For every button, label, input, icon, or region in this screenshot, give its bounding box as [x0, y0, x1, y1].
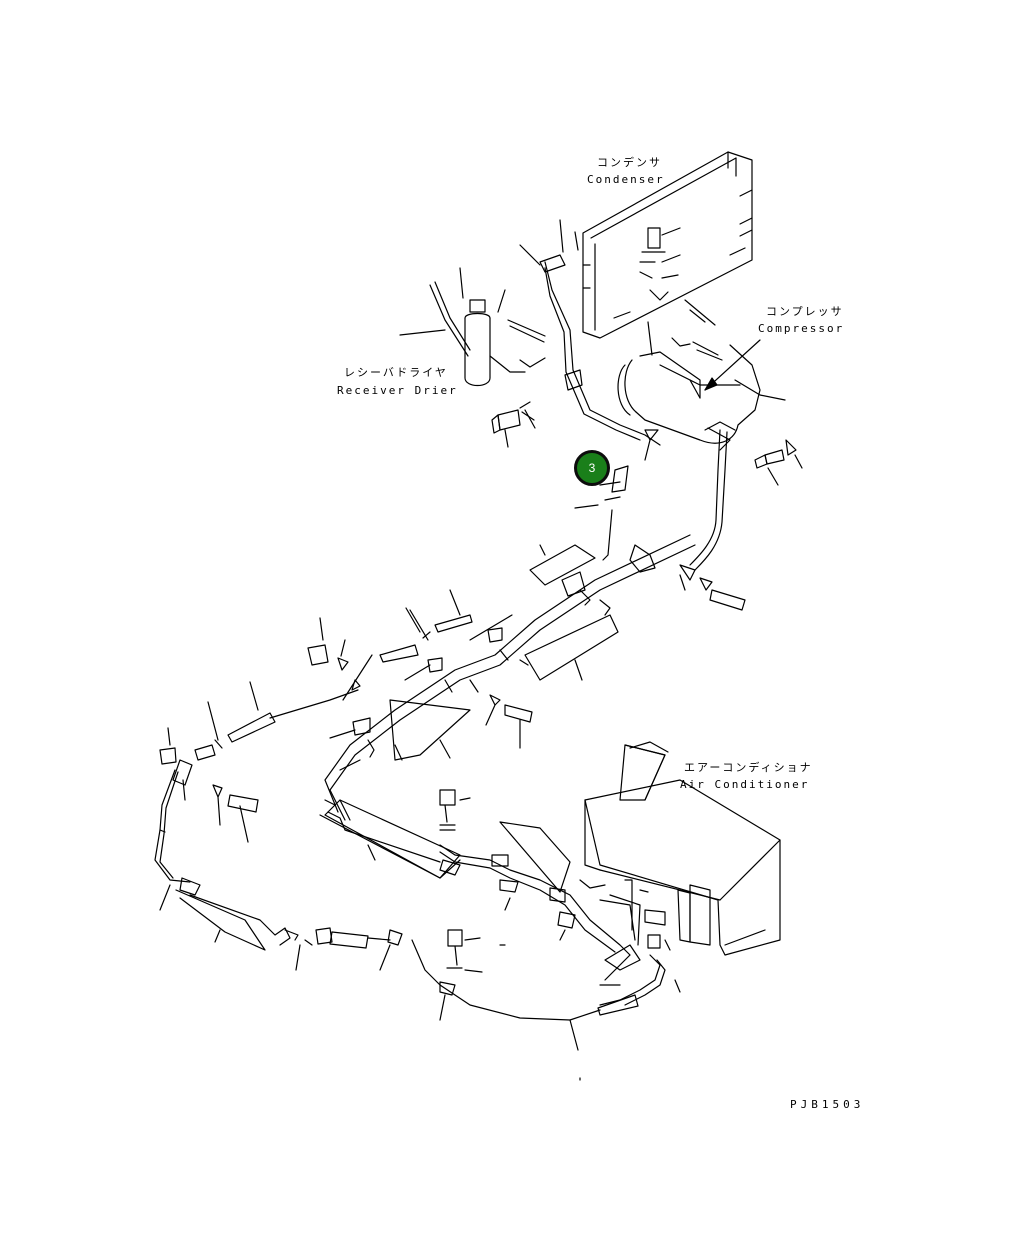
receiver-drier-label-en: Receiver Drier — [337, 384, 458, 397]
lower-hoses — [319, 789, 681, 1081]
drawing-code: PJB1503 — [790, 1098, 865, 1111]
middle-hoses — [324, 429, 746, 821]
receiver-drier-label-jp: レシーバドライヤ — [344, 366, 448, 379]
upper-hoses — [399, 219, 803, 486]
receiver-drier — [429, 281, 546, 387]
air-conditioner-unit — [579, 741, 781, 956]
left-fittings — [154, 607, 431, 971]
compressor-leader — [704, 339, 761, 391]
air-conditioner-label-jp: エアーコンディショナ — [684, 761, 813, 774]
condenser-label-en: Condenser — [587, 173, 665, 186]
condenser-label-jp: コンデンサ — [597, 156, 662, 169]
part-callout-3[interactable]: 3 — [574, 450, 610, 486]
compressor-label-jp: コンプレッサ — [766, 305, 844, 318]
compressor-label-en: Compressor — [758, 322, 845, 335]
condenser-unit — [582, 151, 753, 339]
compressor-unit — [617, 299, 786, 451]
air-conditioner-label-en: Air Conditioner — [680, 778, 810, 791]
